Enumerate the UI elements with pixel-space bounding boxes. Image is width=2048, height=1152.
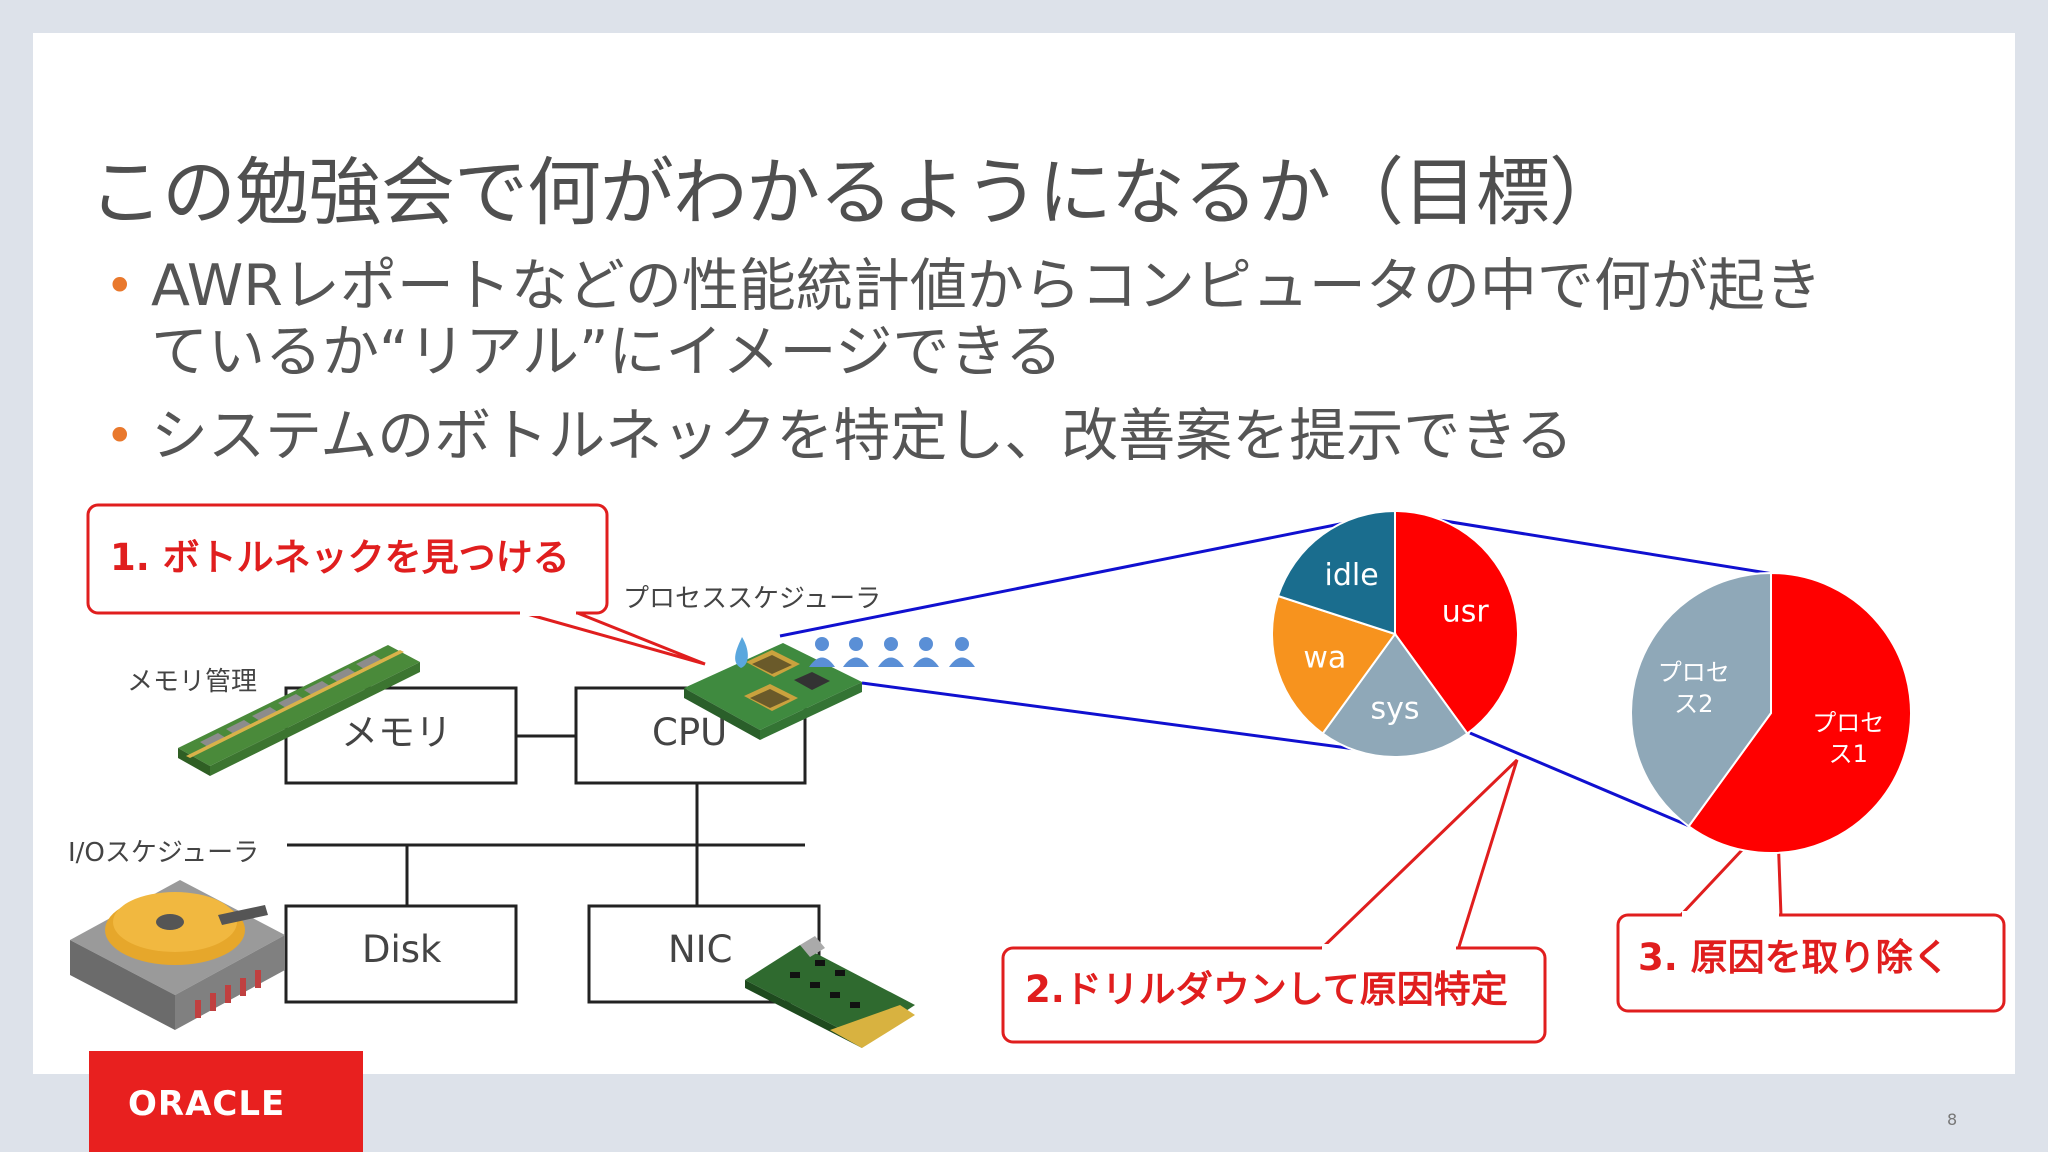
- memory-box-label: メモリ: [341, 711, 452, 754]
- disk-box-label: Disk: [362, 928, 442, 971]
- memory-module-icon: [178, 645, 420, 776]
- memory-mgmt-label: メモリ管理: [127, 667, 257, 697]
- oracle-logo-bar: [89, 1051, 363, 1152]
- pie-slice-label: プロセス2: [1658, 659, 1730, 718]
- hard-disk-icon: [70, 880, 285, 1030]
- slide: この勉強会で何がわかるようになるか（目標） • AWRレポートなどの性能統計値か…: [33, 33, 2015, 1074]
- pie-slice-プロセス2: [1630, 571, 1772, 828]
- callout-3-box: [1616, 913, 2006, 1013]
- pie-slice-wa: [1271, 594, 1397, 735]
- pie-slice-label: sys: [1370, 691, 1419, 726]
- bullet-dot-icon: •: [105, 407, 135, 465]
- bullet-dot-icon: •: [105, 257, 135, 315]
- pie-slice-label-line: ス1: [1829, 740, 1868, 768]
- pie-slice-label-line: wa: [1303, 640, 1346, 675]
- disk-box: [284, 904, 518, 1004]
- pie-slice-label: usr: [1442, 595, 1490, 630]
- callout-2-pointer: [1316, 758, 1519, 952]
- process-people-icon: [809, 637, 975, 667]
- pie-slice-label-line: プロセ: [1658, 659, 1730, 687]
- pie-slice-label: プロセス1: [1812, 709, 1884, 768]
- pie-slice-プロセス1: [1687, 571, 1912, 854]
- bullet-text-line2: ているか“リアル”にイメージできる: [151, 319, 1063, 385]
- pie-slice-label-line: usr: [1442, 595, 1490, 630]
- nic-box-label: NIC: [668, 928, 732, 971]
- zoom-line: [861, 681, 1401, 757]
- pie-slice-label-line: プロセ: [1812, 709, 1884, 737]
- process-scheduler-label: プロセススケジューラ: [623, 584, 881, 614]
- bullet-text-line1: システムのボトルネックを特定し、改善案を提示できる: [151, 403, 1574, 469]
- pie-slice-usr: [1394, 509, 1519, 735]
- zoom-line: [1394, 511, 1787, 578]
- callout-3-text: 3. 原因を取り除く: [1638, 936, 1950, 979]
- callout-1-pointer: [519, 610, 706, 666]
- cpu-box-label: CPU: [652, 711, 727, 754]
- pie-slice-label-line: idle: [1325, 558, 1379, 593]
- network-card-icon: [745, 936, 915, 1048]
- page-title: この勉強会で何がわかるようになるか（目標）: [89, 150, 1623, 236]
- pie-slice-sys: [1321, 632, 1469, 758]
- callout-1-box: [86, 503, 609, 615]
- pie-slice-idle: [1276, 509, 1396, 636]
- bullet-text-line1: AWRレポートなどの性能統計値からコンピュータの中で何が起き: [151, 253, 1822, 319]
- pie-slice-label-line: ス2: [1674, 690, 1713, 718]
- zoom-line: [1469, 731, 1695, 830]
- page-number: 8: [1947, 1110, 1958, 1129]
- callout-2-box: [1001, 946, 1547, 1044]
- zoom-line: [779, 511, 1396, 638]
- callout-1-text: 1. ボトルネックを見つける: [110, 536, 570, 579]
- pie-slice-label-line: sys: [1370, 691, 1419, 726]
- io-scheduler-label: I/Oスケジューラ: [68, 838, 259, 868]
- oracle-logo: ORACLE: [128, 1084, 286, 1124]
- callout-2-text: 2.ドリルダウンして原因特定: [1025, 968, 1508, 1011]
- pie-slice-label: wa: [1303, 640, 1346, 675]
- pie-slice-label: idle: [1325, 558, 1379, 593]
